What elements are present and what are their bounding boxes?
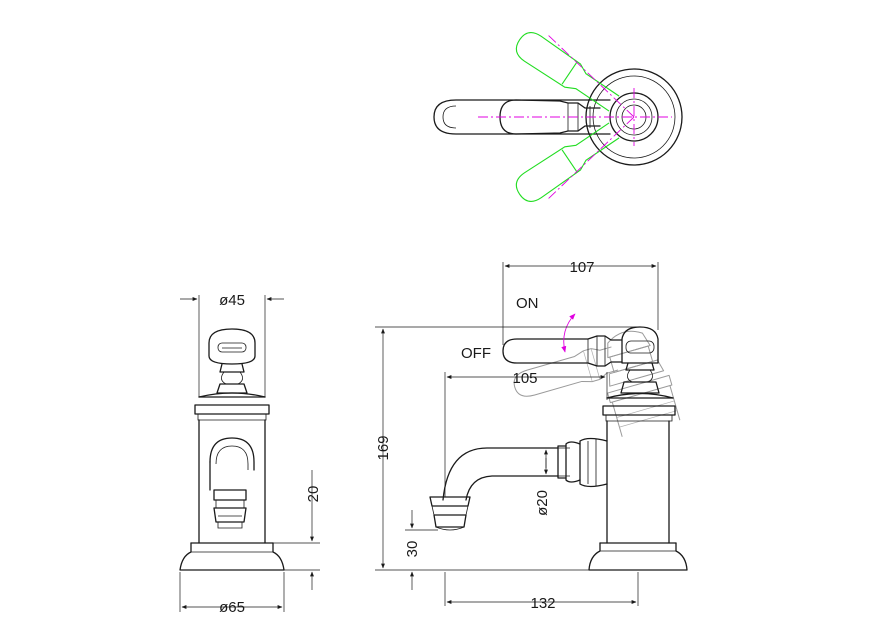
dim-spout-reach: 105	[512, 370, 537, 387]
dim-top-width: 107	[569, 259, 594, 276]
dim-outlet-height: 30	[404, 541, 421, 558]
top-view	[433, 32, 683, 202]
label-off: OFF	[461, 345, 491, 362]
dim-front-base-diameter: ø65	[219, 599, 245, 616]
dim-front-top-diameter: ø45	[219, 292, 245, 309]
label-on: ON	[516, 295, 539, 312]
side-view	[375, 262, 688, 606]
dim-front-spout-height: 20	[305, 486, 322, 503]
dim-height: 169	[375, 435, 392, 460]
dim-spout-diameter: ø20	[534, 490, 551, 516]
front-view	[179, 295, 320, 612]
dim-base-reach: 132	[530, 595, 555, 612]
